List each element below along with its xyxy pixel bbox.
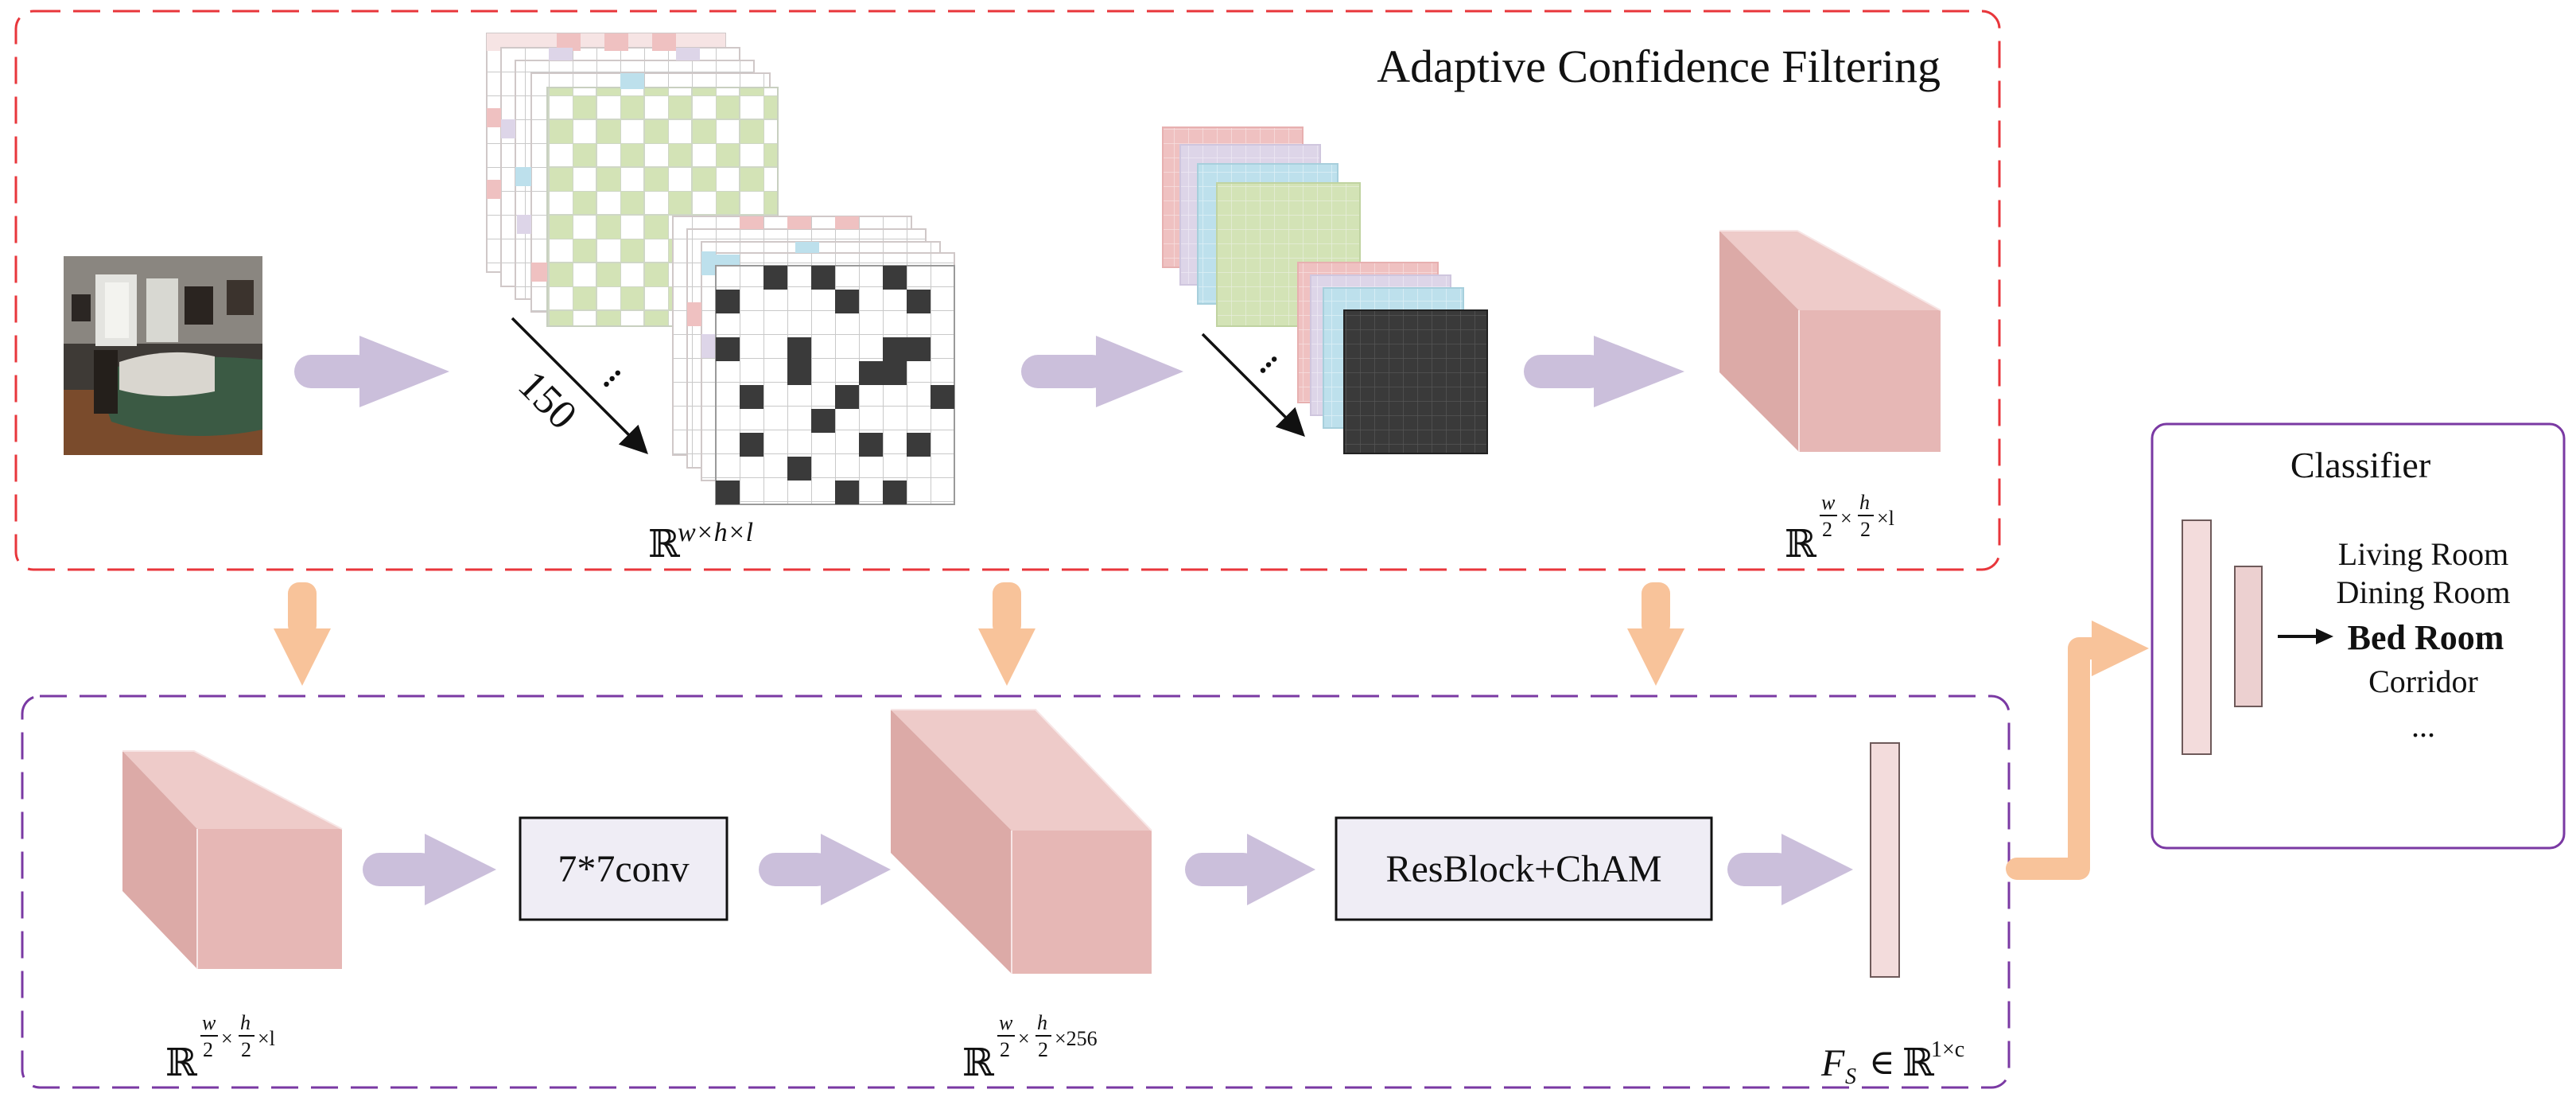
- backbone-frame: [21, 695, 2011, 1089]
- dim-bottom-cube-2: ℝ w 2 × h 2 ×256: [962, 1011, 1098, 1084]
- class-bed-room: Bed Room: [2348, 618, 2504, 657]
- prediction-arrow: [2278, 628, 2333, 644]
- classifier-layer-1: [2182, 519, 2212, 755]
- svg-text:w×h×l: w×h×l: [678, 518, 753, 547]
- down-arrow-2: [978, 582, 1035, 686]
- svg-text:2: 2: [1822, 518, 1832, 541]
- dim-top-cube: ℝ w 2 × h 2 ×l: [1785, 491, 1894, 566]
- svg-text:2: 2: [1038, 1038, 1048, 1061]
- arrow-features-to-cube: [1524, 336, 1684, 407]
- svg-text:w: w: [202, 1011, 216, 1034]
- class-dining-room: Dining Room: [2337, 574, 2511, 610]
- feature-stack: ...: [1162, 126, 1488, 454]
- svg-text:F: F: [1820, 1042, 1845, 1084]
- input-image: [64, 256, 262, 455]
- classifier-frame: [2151, 422, 2566, 850]
- stack-depth-arrow: 150 ...: [510, 317, 648, 454]
- arrow-to-classifier: [2006, 621, 2149, 880]
- svg-text:ℝ: ℝ: [165, 1042, 197, 1084]
- class-living-room: Living Room: [2338, 536, 2508, 572]
- stack-count-label: 150: [510, 362, 585, 438]
- adaptive-filtering-frame: [14, 10, 2001, 571]
- conv-box-label: 7*7conv: [558, 848, 689, 890]
- svg-text:×: ×: [1018, 1027, 1030, 1050]
- dim-input: ℝ w×h×l: [648, 518, 753, 566]
- svg-text:×l: ×l: [1877, 507, 1894, 530]
- down-arrow-1: [274, 582, 331, 686]
- svg-text:ℝ: ℝ: [1902, 1042, 1934, 1084]
- dim-bottom-cube-1: ℝ w 2 × h 2 ×l: [165, 1011, 275, 1084]
- arrow-resblock-to-feature: [1727, 834, 1853, 905]
- svg-text:ℝ: ℝ: [962, 1042, 994, 1084]
- stack-ellipsis: ...: [585, 352, 627, 394]
- frame-title: Adaptive Confidence Filtering: [1377, 41, 1941, 92]
- svg-text:×: ×: [1840, 507, 1852, 530]
- resblock-box: ResBlock+ChAM: [1335, 816, 1713, 921]
- svg-text:2: 2: [203, 1038, 213, 1061]
- svg-text:2: 2: [241, 1038, 251, 1061]
- svg-text:1×c: 1×c: [1931, 1037, 1964, 1062]
- arrow-cube-to-conv: [363, 834, 496, 905]
- class-corridor: Corridor: [2368, 663, 2478, 699]
- resblock-box-label: ResBlock+ChAM: [1385, 848, 1661, 890]
- filtered-mask-stack: [672, 216, 955, 505]
- svg-text:h: h: [1859, 491, 1870, 514]
- svg-text:S: S: [1845, 1064, 1856, 1089]
- svg-text:×: ×: [221, 1027, 233, 1050]
- svg-text:×256: ×256: [1055, 1027, 1098, 1050]
- arrow-masks-to-features: [1021, 336, 1183, 407]
- svg-text:w: w: [1821, 491, 1836, 514]
- down-arrow-3: [1627, 582, 1684, 686]
- svg-text:w: w: [999, 1011, 1013, 1034]
- svg-text:2: 2: [1000, 1038, 1010, 1061]
- svg-text:∈: ∈: [1869, 1043, 1895, 1082]
- classifier-layer-2: [2234, 566, 2263, 707]
- feature-stack-ellipsis: ...: [1241, 337, 1284, 379]
- svg-text:ℝ: ℝ: [648, 523, 680, 566]
- classifier-title: Classifier: [2290, 445, 2430, 485]
- conv-output-cube: [891, 709, 1152, 974]
- svg-text:2: 2: [1860, 518, 1871, 541]
- feature-vector: [1870, 742, 1900, 978]
- svg-text:h: h: [240, 1011, 251, 1034]
- arrow-image-to-masks: [294, 336, 449, 407]
- svg-text:×l: ×l: [258, 1027, 275, 1050]
- class-ellipsis: ...: [2411, 708, 2435, 744]
- svg-text:ℝ: ℝ: [1785, 523, 1816, 566]
- filtered-cube: [1719, 230, 1941, 452]
- arrow-conv-to-cube: [759, 834, 891, 905]
- arrow-cube-to-resblock: [1185, 834, 1315, 905]
- conv-box: 7*7conv: [519, 816, 729, 921]
- input-cube: [122, 750, 343, 969]
- dim-feature: F S ∈ ℝ 1×c: [1820, 1037, 1964, 1089]
- svg-text:h: h: [1037, 1011, 1047, 1034]
